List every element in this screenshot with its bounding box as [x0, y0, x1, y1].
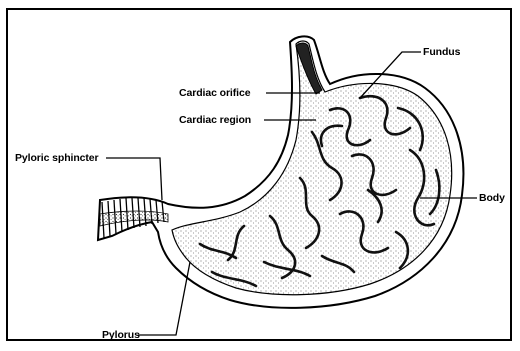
label-cardiac-orifice: Cardiac orifice — [179, 87, 250, 99]
label-cardiac-region: Cardiac region — [179, 114, 251, 126]
label-fundus: Fundus — [423, 46, 460, 58]
leader-pyloric-sphincter — [106, 158, 162, 200]
label-body: Body — [479, 192, 505, 204]
label-pyloric-sphincter: Pyloric sphincter — [15, 152, 99, 164]
label-pylorus: Pylorus — [102, 329, 140, 341]
